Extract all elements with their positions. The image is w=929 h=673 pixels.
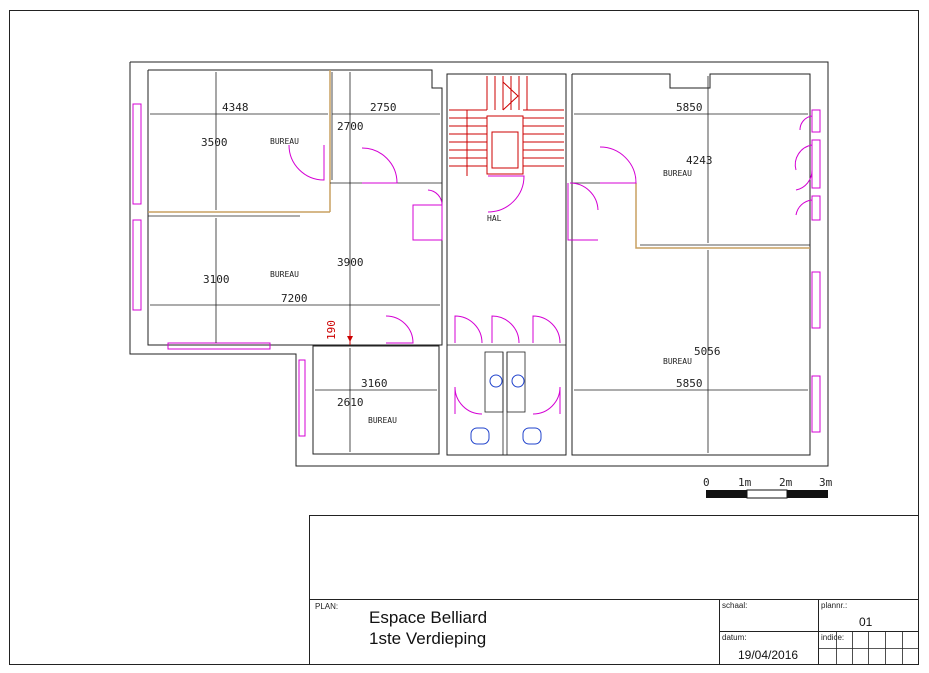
- dim-4348: 4348: [222, 101, 249, 114]
- plannr-value: 01: [859, 615, 873, 629]
- datum-label: datum:: [722, 633, 746, 642]
- dim-3900: 3900: [337, 256, 364, 269]
- datum-value: 19/04/2016: [738, 648, 798, 662]
- room-label-bureau: BUREAU: [270, 270, 299, 279]
- dim-2700: 2700: [337, 120, 364, 133]
- toilet-block: [470, 351, 542, 455]
- west-block-walls: [147, 69, 443, 346]
- room-label-hal: HAL: [487, 214, 502, 223]
- doors: [288, 115, 813, 415]
- plannr-label: plannr.:: [821, 601, 847, 610]
- dim-2750: 2750: [370, 101, 397, 114]
- dim-7200: 7200: [281, 292, 308, 305]
- dim-5056: 5056: [694, 345, 721, 358]
- scale-tick-3m: 3m: [819, 476, 833, 489]
- scale-tick-1m: 1m: [738, 476, 752, 489]
- partition-east: [635, 183, 810, 249]
- toilet-icon: [511, 374, 525, 388]
- toilet-icon: [489, 374, 503, 388]
- room-label-bureau: BUREAU: [663, 357, 692, 366]
- room-label-bureau: BUREAU: [663, 169, 692, 178]
- dim-4243: 4243: [686, 154, 713, 167]
- schaal-label: schaal:: [722, 601, 747, 610]
- dimension-lines: [150, 72, 808, 453]
- scale-bar: 0 1m 2m 3m: [703, 476, 833, 499]
- sheet-border: [9, 10, 919, 665]
- room-label-bureau: BUREAU: [270, 137, 299, 146]
- dim-5850-bottom: 5850: [676, 377, 703, 390]
- sink-icon: [470, 427, 490, 445]
- dim-3500: 3500: [201, 136, 228, 149]
- dim-190: 190: [325, 320, 338, 340]
- plan-subtitle: 1ste Verdieping: [369, 629, 486, 648]
- dim-2610: 2610: [337, 396, 364, 409]
- windows: [132, 103, 821, 437]
- dim-3160: 3160: [361, 377, 388, 390]
- office-south-walls: [312, 345, 440, 455]
- east-block-walls: [571, 73, 811, 456]
- plan-title: Espace Belliard: [369, 608, 487, 627]
- core-walls: [446, 73, 567, 456]
- scale-tick-2m: 2m: [779, 476, 793, 489]
- sink-icon: [522, 427, 542, 445]
- title-block: PLAN: Espace Belliard 1ste Verdieping sc…: [309, 515, 919, 665]
- staircase: [449, 76, 564, 176]
- indice-label: indice:: [821, 633, 844, 642]
- building-outline: [129, 61, 829, 467]
- floor-plan: 4348 2750 2700 3500 3900 3100 7200 190 3…: [129, 61, 829, 467]
- room-label-bureau: BUREAU: [368, 416, 397, 425]
- dim-5850-top: 5850: [676, 101, 703, 114]
- dim-3100: 3100: [203, 273, 230, 286]
- plan-label: PLAN:: [315, 602, 338, 611]
- scale-tick-0: 0: [703, 476, 710, 489]
